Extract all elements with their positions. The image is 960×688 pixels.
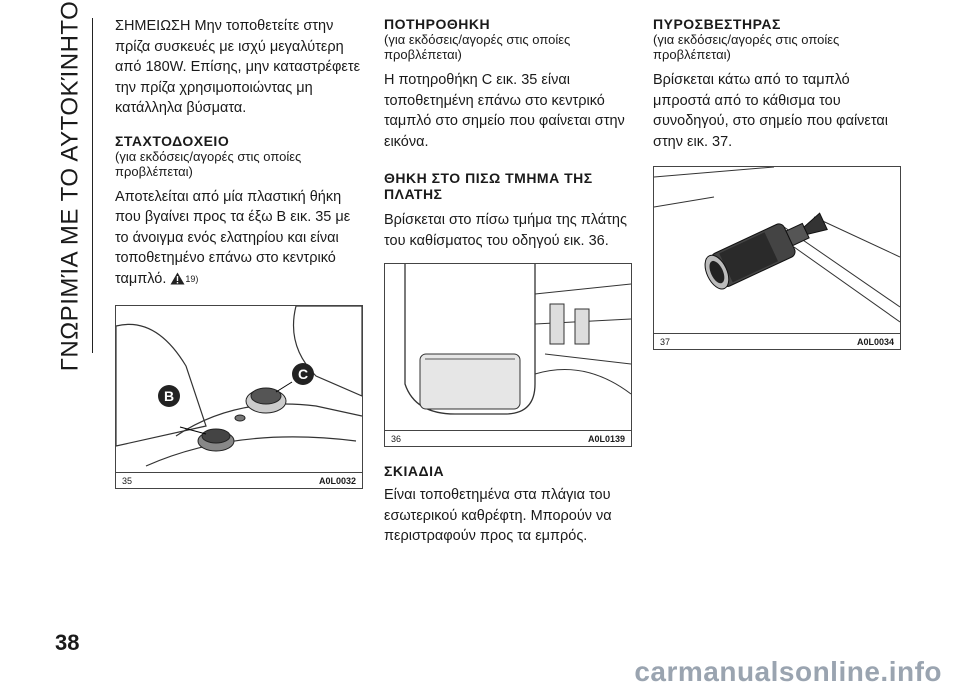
cupholder-heading: ΠΟΤΗΡΟΘΗΚΗ: [384, 16, 491, 32]
fire-extinguisher-heading: ΠΥΡΟΣΒΕΣΤΗΡΑΣ: [653, 16, 781, 32]
seatback-pocket-description: Βρίσκεται στο πίσω τμήμα της πλάτης του …: [384, 212, 627, 249]
figure-36-code: A0L0139: [587, 433, 625, 444]
figure-36-number: 36: [391, 433, 402, 444]
figure-37: 37 A0L0034: [653, 166, 901, 350]
column-1: ΣΗΜΕΙΩΣΗ Μην τοποθετείτε στην πρίζα συσκ…: [115, 16, 363, 490]
callout-c: C: [292, 363, 314, 386]
power-socket-note: ΣΗΜΕΙΩΣΗ Μην τοποθετείτε στην πρίζα συσκ…: [115, 18, 361, 116]
warning-icon: [170, 272, 185, 285]
fire-extinguisher-illustration: [654, 167, 900, 333]
watermark: carmanualsonline.info: [634, 656, 942, 687]
seatback-pocket-illustration: [385, 264, 631, 430]
figure-35-number: 35: [122, 475, 133, 486]
cupholder-description: Η ποτηροθήκη C εικ. 35 είναι τοποθετημέν…: [384, 72, 625, 150]
ashtray-heading: ΣΤΑΧΤΟΔΟΧΕΙΟ: [115, 132, 230, 149]
figure-36-caption: 36 A0L0139: [385, 430, 631, 446]
fire-extinguisher-availability: (για εκδόσεις/αγορές στις οποίες προβλέπ…: [653, 32, 840, 62]
figure-37-number: 37: [660, 336, 671, 347]
page-number: 38: [55, 630, 80, 655]
sunvisors-heading: ΣΚΙΑΔΙΑ: [384, 463, 445, 479]
sunvisors-description: Είναι τοποθετημένα στα πλάγια του εσωτερ…: [384, 487, 612, 544]
figure-37-code: A0L0034: [856, 336, 894, 347]
column-3: ΠΥΡΟΣΒΕΣΤΗΡΑΣ (για εκδόσεις/αγορές στις …: [653, 16, 901, 350]
warning-reference: 19): [185, 273, 199, 284]
fire-extinguisher-description: Βρίσκεται κάτω από το ταμπλό μπροστά από…: [653, 72, 889, 150]
ashtray-description: Αποτελείται από μία πλαστική θήκη που βγ…: [115, 187, 363, 290]
column-2: ΠΟΤΗΡΟΘΗΚΗ (για εκδόσεις/αγορές στις οπο…: [384, 16, 632, 561]
figure-35-code: A0L0032: [318, 475, 356, 486]
ashtray-cupholder-illustration: [116, 306, 362, 467]
side-section-title: ΓΝΩΡΙΜΊΑ ΜΕ ΤΟ ΑΥΤΟΚΊΝΗΤΟ: [56, 0, 84, 371]
figure-35-caption: 35 A0L0032: [116, 472, 362, 489]
figure-36: 36 A0L0139: [384, 263, 632, 447]
ashtray-availability: (για εκδόσεις/αγορές στις οποίες προβλέπ…: [115, 148, 302, 179]
callout-b: B: [158, 385, 180, 408]
ashtray-text: Αποτελείται από μία πλαστική θήκη που βγ…: [115, 188, 351, 287]
figure-35: B C 35 A0L0032: [115, 305, 363, 490]
figure-37-caption: 37 A0L0034: [654, 333, 900, 349]
cupholder-availability: (για εκδόσεις/αγορές στις οποίες προβλέπ…: [384, 32, 571, 62]
seatback-pocket-heading: ΘΗΚΗ ΣΤΟ ΠΙΣΩ ΤΜΗΜΑ ΤΗΣ ΠΛΑΤΗΣ: [384, 170, 593, 202]
side-divider: [92, 18, 93, 353]
